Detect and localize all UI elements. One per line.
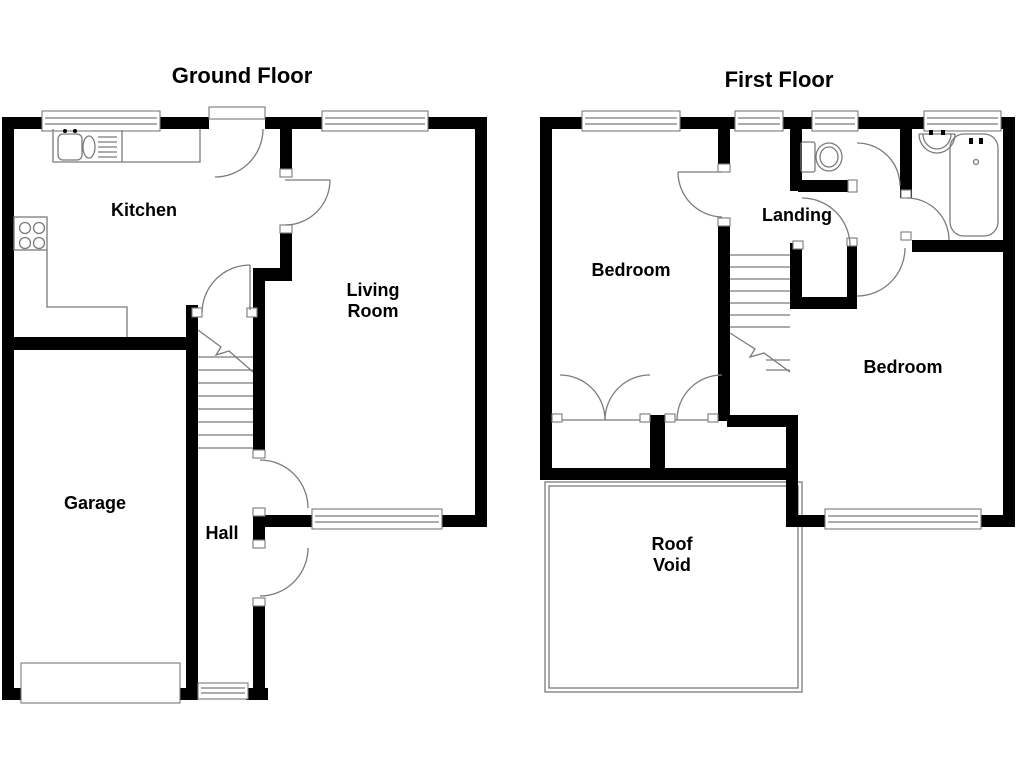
wash-basin — [918, 130, 956, 154]
bathroom-door — [900, 189, 950, 241]
wc-door — [847, 142, 901, 193]
kitchen-unit-outline — [46, 250, 128, 337]
room-label-bedroom-left: Bedroom — [591, 260, 670, 280]
kitchen-hob — [13, 216, 48, 251]
toilet — [800, 141, 843, 173]
kitchen-sink — [57, 129, 117, 161]
bathtub — [949, 133, 999, 237]
living-room-top-window — [321, 110, 429, 132]
bathroom-window — [923, 110, 1002, 132]
living-room-bottom-window — [311, 508, 443, 530]
kitchen-window — [41, 110, 161, 132]
cupboard-single-door — [664, 374, 723, 423]
room-label-roof-void-line1: Roof — [652, 534, 694, 554]
ground-staircase — [197, 329, 254, 449]
room-label-landing: Landing — [762, 205, 832, 225]
kitchen-counter — [52, 129, 201, 163]
bedroom-left-door — [677, 163, 731, 227]
landing-window — [734, 110, 784, 132]
hall-side-door — [252, 539, 309, 607]
roof-void-outline — [544, 481, 803, 693]
first-floor-walls — [540, 117, 1015, 527]
room-label-roof-void-line2: Void — [653, 555, 691, 575]
first-floor-plan: First Floor Bedroom Landing Bedroom Roof… — [540, 67, 1015, 693]
kitchen-living-door — [279, 168, 331, 234]
garage-door — [20, 662, 181, 704]
ground-floor-title: Ground Floor — [172, 63, 313, 88]
bedroom-right-door — [792, 197, 906, 297]
room-label-living-line1: Living — [347, 280, 400, 300]
room-label-bedroom-right: Bedroom — [863, 357, 942, 377]
room-label-living-line2: Room — [348, 301, 399, 321]
hall-bottom-window — [197, 682, 249, 700]
hall-living-door — [252, 449, 309, 517]
first-staircase — [729, 254, 791, 373]
room-label-hall: Hall — [205, 523, 238, 543]
room-label-kitchen: Kitchen — [111, 200, 177, 220]
room-label-garage: Garage — [64, 493, 126, 513]
wc-window — [811, 110, 859, 132]
ground-floor-plan: Ground Floor Kitchen Living Room Garage … — [2, 63, 487, 704]
front-door — [208, 106, 266, 178]
bedroom-left-window — [581, 110, 681, 132]
cupboard-double-doors — [551, 374, 651, 423]
bedroom-right-window — [824, 508, 982, 530]
first-floor-title: First Floor — [725, 67, 834, 92]
hall-kitchen-door — [191, 264, 258, 318]
